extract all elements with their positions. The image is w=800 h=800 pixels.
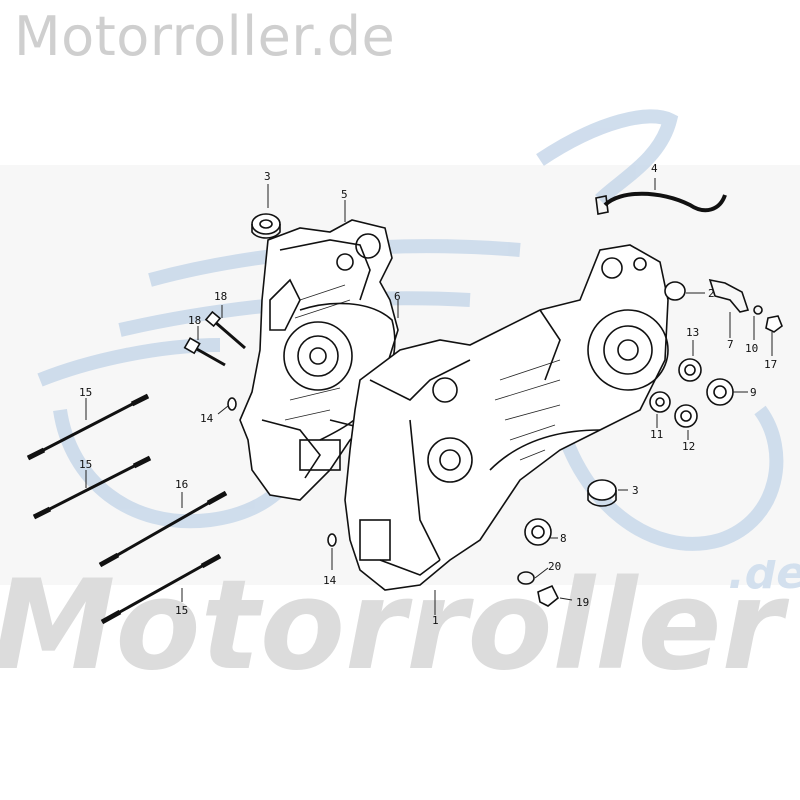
callout-19: 19	[576, 596, 589, 609]
callout-18-a: 18	[214, 290, 227, 303]
dowel-pin-top	[251, 213, 281, 239]
callout-20: 20	[548, 560, 561, 573]
bearing-11	[649, 391, 671, 413]
small-parts-right	[517, 278, 783, 607]
callout-15-c: 15	[175, 604, 188, 617]
callout-16: 16	[175, 478, 188, 491]
callout-13: 13	[686, 326, 699, 339]
callout-14-upper: 14	[200, 412, 214, 425]
callout-3-top: 3	[264, 170, 271, 183]
shaft-7	[708, 278, 750, 313]
oil-seal-12	[674, 404, 698, 428]
pin-14-lower	[327, 533, 337, 547]
callout-5: 5	[341, 188, 348, 201]
leader-lines	[85, 178, 773, 615]
washer-10	[753, 305, 763, 315]
callout-4: 4	[651, 162, 658, 175]
drain-bolt-19	[537, 584, 560, 607]
callout-15-a: 15	[79, 386, 92, 399]
callout-10: 10	[745, 342, 758, 355]
bushing-2	[664, 281, 686, 301]
pin-14-upper	[227, 397, 237, 411]
breather-tube	[595, 191, 727, 215]
oil-seal-9	[706, 378, 734, 406]
crankcase-main	[344, 244, 669, 591]
callout-11: 11	[650, 428, 663, 441]
site-title: Motorroller.de	[14, 5, 396, 68]
callout-15-b: 15	[79, 458, 92, 471]
callout-9: 9	[750, 386, 757, 399]
callout-7: 7	[727, 338, 734, 351]
callout-17: 17	[764, 358, 777, 371]
callout-14-lower: 14	[323, 574, 337, 587]
callout-8: 8	[560, 532, 567, 545]
callout-3-right: 3	[632, 484, 639, 497]
stud-bolts	[26, 393, 228, 625]
callout-6: 6	[394, 290, 401, 303]
bearing-13	[678, 358, 702, 382]
callout-labels: 1 2 3 3 4 5 6 7 8 9 10 11 12 13 14 14 15…	[79, 162, 777, 627]
callout-1: 1	[432, 614, 439, 627]
oil-seal-8	[524, 518, 552, 546]
watermark-suffix: .de	[728, 560, 800, 599]
bolt-18	[183, 310, 246, 367]
callout-18-b: 18	[188, 314, 201, 327]
callout-2: 2	[708, 287, 715, 300]
callout-12: 12	[682, 440, 695, 453]
nut-17	[765, 315, 783, 333]
washer-20	[517, 571, 535, 585]
dowel-pin-right	[587, 479, 617, 507]
